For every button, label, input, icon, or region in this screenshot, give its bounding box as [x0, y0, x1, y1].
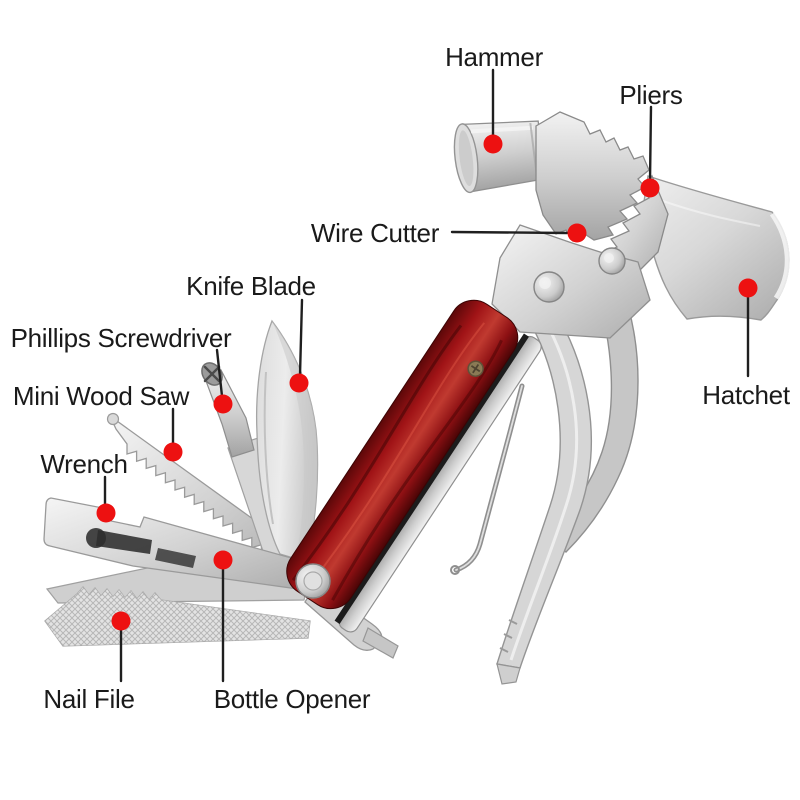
- label-hammer: Hammer: [445, 42, 543, 72]
- callout-dot-nail-file: [111, 611, 131, 631]
- belt-clip-shape: [450, 383, 525, 575]
- handle-screw: [467, 360, 484, 377]
- pliers-handle-inner: [496, 299, 592, 685]
- pivot-lever-end: [362, 627, 399, 659]
- pivot-shape: [295, 563, 331, 599]
- callout-dot-wire-cutter: [567, 223, 587, 243]
- label-phillips-screwdriver: Phillips Screwdriver: [10, 323, 232, 353]
- callout-dot-phillips: [213, 394, 233, 414]
- callout-dot-bottle-opener: [213, 550, 233, 570]
- label-wire-cutter: Wire Cutter: [310, 218, 440, 248]
- label-nail-file: Nail File: [43, 684, 135, 714]
- callout-dot-hatchet: [738, 278, 758, 298]
- callout-dot-pliers: [640, 178, 660, 198]
- neck-shape: [491, 224, 651, 339]
- label-bottle-opener: Bottle Opener: [213, 684, 371, 714]
- label-hatchet: Hatchet: [702, 380, 790, 410]
- callout-dot-hammer: [483, 134, 503, 154]
- callout-line-pliers: [648, 105, 653, 183]
- hammer-head-shape: [453, 120, 546, 194]
- hatchet-shape: [642, 175, 790, 321]
- callout-dot-wrench: [96, 503, 116, 523]
- callout-lines: [103, 68, 750, 683]
- callout-dot-knife-blade: [289, 373, 309, 393]
- handle-shape: [286, 299, 542, 633]
- nail-file-shape: [44, 585, 311, 647]
- callout-line-wire-cutter: [450, 230, 569, 235]
- callout-dot-saw: [163, 442, 183, 462]
- callout-dots: [96, 134, 758, 631]
- label-knife-blade: Knife Blade: [186, 271, 316, 301]
- label-pliers: Pliers: [619, 80, 683, 110]
- label-mini-wood-saw: Mini Wood Saw: [12, 381, 190, 411]
- callout-line-phillips: [215, 348, 224, 398]
- label-wrench: Wrench: [40, 449, 128, 479]
- callout-line-knife-blade: [298, 298, 304, 377]
